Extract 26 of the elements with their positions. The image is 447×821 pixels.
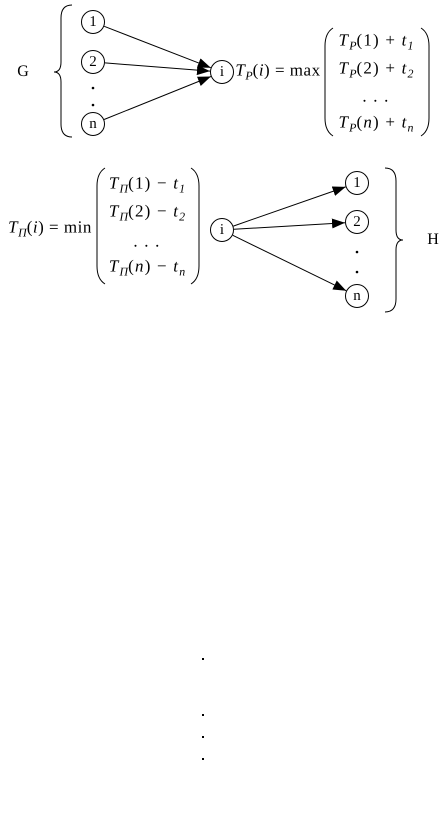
node-circle: 1	[81, 10, 105, 34]
node-circle: i	[210, 218, 234, 242]
node-circle: n	[345, 284, 369, 308]
group-label: H	[427, 231, 439, 249]
formula-text: T$_{Π}$(i) = min	[8, 218, 92, 240]
matrix-entry: T$_{P}$(n) + t$_{n}$	[338, 113, 414, 135]
arrow	[104, 26, 212, 68]
matrix-entry: T$_{Π}$(2) − t$_{2}$	[108, 202, 186, 224]
node-circle: i	[210, 60, 234, 84]
node-circle: n	[81, 112, 105, 136]
formula-text: T$_{P}$(i) = max	[235, 61, 321, 83]
node-circle: 2	[345, 210, 369, 234]
matrix-entry: T$_{Π}$(1) − t$_{1}$	[108, 174, 186, 196]
arrow	[104, 76, 212, 120]
arrow	[104, 62, 210, 76]
arrow	[232, 186, 346, 227]
arrow	[232, 234, 347, 292]
arrow	[234, 218, 346, 230]
matrix-entry: T$_{P}$(1) + t$_{1}$	[338, 31, 414, 53]
matrix-entry: . . .	[133, 232, 161, 252]
matrix-entry: . . .	[362, 88, 390, 106]
group-label: G	[17, 63, 29, 81]
node-circle: 2	[81, 50, 105, 74]
node-circle: 1	[345, 171, 369, 195]
matrix-entry: T$_{Π}$(n) − t$_{n}$	[108, 257, 186, 279]
matrix-entry: T$_{P}$(2) + t$_{2}$	[338, 59, 414, 81]
